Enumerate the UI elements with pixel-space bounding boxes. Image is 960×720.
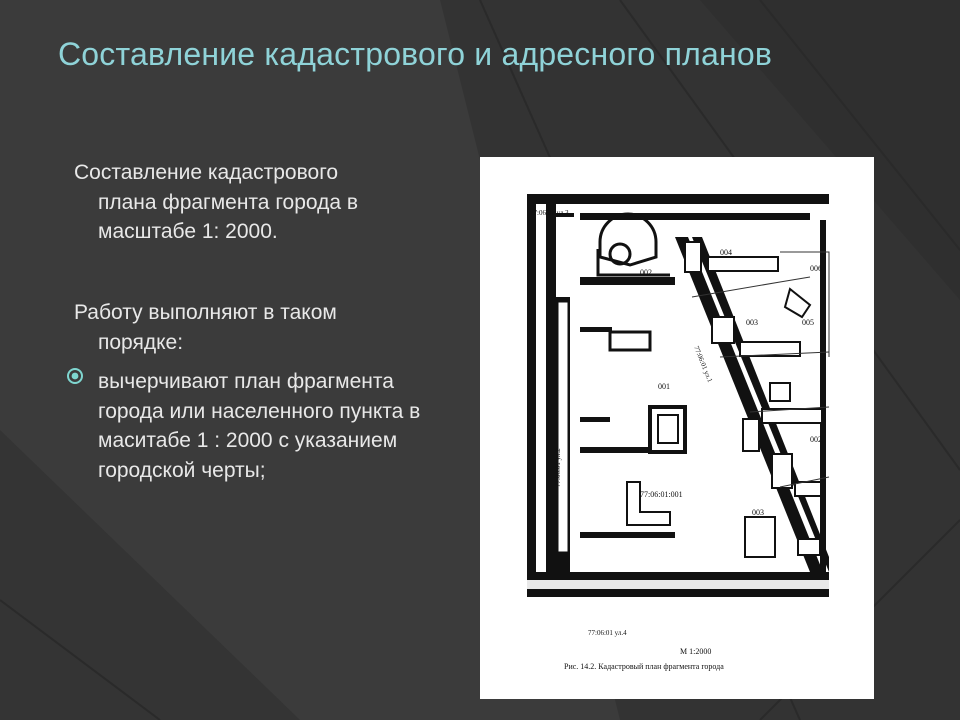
label-005: 005 [802, 318, 814, 327]
label-002-left: 002 [640, 268, 652, 277]
label-004: 004 [720, 248, 732, 257]
label-scale: М 1:2000 [680, 647, 711, 656]
label-003-bottom: 003 [752, 508, 764, 517]
intro-line-rest: плана фрагмента города в масштабе 1: 200… [98, 190, 359, 244]
label-002-right: 002 [810, 435, 822, 444]
label-006: 006 [810, 264, 822, 273]
slide-title: Составление кадастрового и адресного пла… [58, 36, 773, 72]
cadastral-map: 77:06:01 ул.3 77:06:01 ул.2 77:06:01 ул.… [527, 194, 830, 671]
label-001: 001 [658, 382, 670, 391]
label-street1: 77:06:01 ул.1 [692, 345, 714, 384]
label-003-top: 003 [746, 318, 758, 327]
label-street4: 77:06:01 ул.4 [588, 629, 627, 637]
bullet-ring-icon [67, 368, 83, 384]
bullet-text: вычерчивают план фрагмента города или на… [98, 370, 421, 482]
order-line-1: Работу выполняют в таком [74, 301, 337, 324]
intro-paragraph: Составление кадастрового плана фрагмента… [74, 158, 438, 247]
order-line-rest: порядке: [98, 330, 184, 354]
cadastral-map-figure: 77:06:01 ул.3 77:06:01 ул.2 77:06:01 ул.… [480, 157, 874, 699]
label-street3: 77:06:01 ул.3 [530, 209, 569, 217]
label-street2: 77:06:01 ул.2 [554, 448, 562, 487]
label-block-center: 77:06:01:001 [640, 490, 683, 499]
intro-line-1: Составление кадастрового [74, 161, 339, 184]
label-caption: Рис. 14.2. Кадастровый план фрагмента го… [564, 662, 724, 671]
order-paragraph: Работу выполняют в таком порядке: [74, 298, 438, 357]
